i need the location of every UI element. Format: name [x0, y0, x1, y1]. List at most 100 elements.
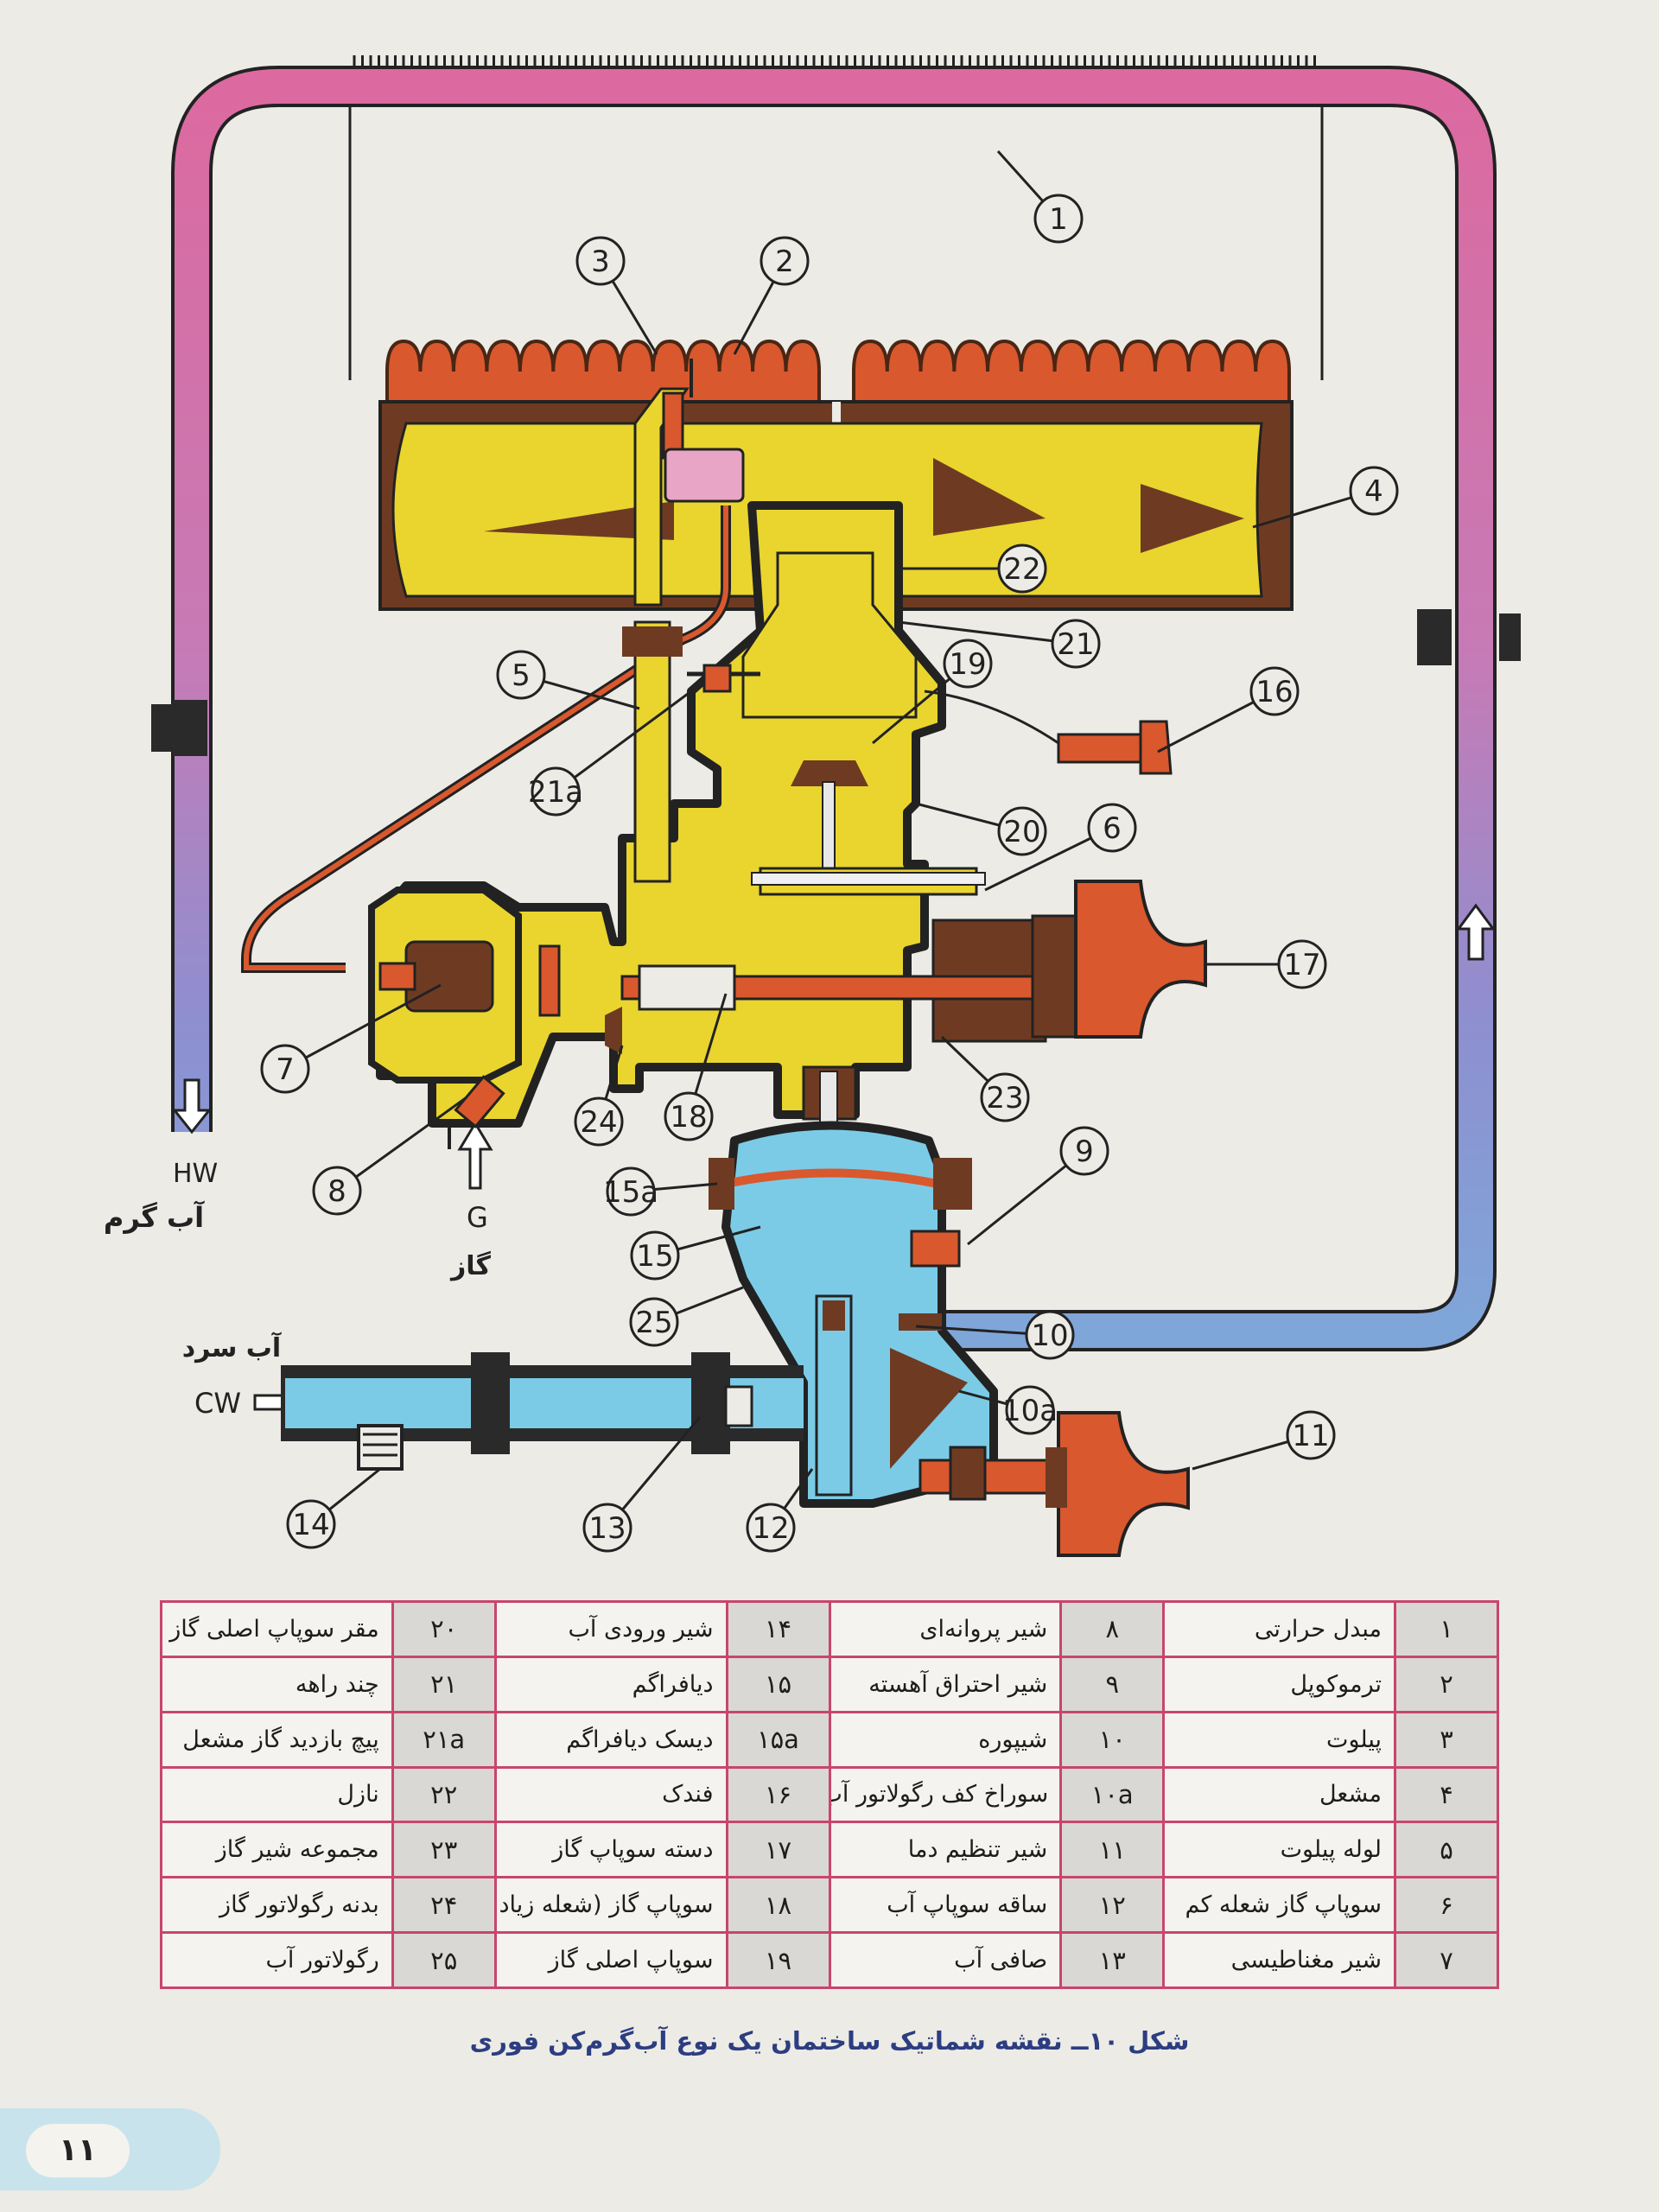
wall-bracket-right — [1417, 609, 1521, 665]
callout-23: 23 — [940, 1035, 1030, 1122]
legend-part-name: دیافراگم — [493, 1655, 728, 1713]
callout-7: 7 — [260, 983, 442, 1094]
cold-water-inlet-pipe — [281, 1352, 804, 1471]
wall-bracket-left — [151, 700, 207, 756]
callout-number: 2 — [775, 245, 794, 279]
legend-part-name: چند راهه — [160, 1655, 394, 1713]
cw-label: CW — [194, 1387, 241, 1420]
callout-15a: 15a — [603, 1166, 718, 1217]
legend-part-name: پیچ بازدید گاز مشعل — [160, 1710, 394, 1769]
callout-10: 10 — [915, 1310, 1075, 1360]
legend-part-number: ۴ — [1394, 1765, 1499, 1824]
legend-part-number: ۱۶ — [725, 1765, 831, 1824]
legend-part-number: ۱۷ — [725, 1821, 831, 1879]
legend-part-number: ۱۰ — [1059, 1710, 1166, 1769]
callout-number: 25 — [635, 1306, 672, 1340]
legend-part-name: شیر تنظیم دما — [828, 1821, 1063, 1879]
legend-part-number: ۹ — [1059, 1655, 1166, 1713]
legend-part-name: مقر سوپاپ اصلی گاز — [160, 1600, 394, 1658]
callout-3: 3 — [575, 236, 658, 355]
callout-14: 14 — [286, 1467, 381, 1549]
water-heater-schematic: HW آب گرم G گاز آب سرد CW 1234567891010a… — [104, 55, 1521, 1557]
callout-10a: 10a — [958, 1385, 1058, 1435]
legend-part-number: ۱۰a — [1059, 1765, 1166, 1824]
legend-part-name: فندک — [493, 1765, 728, 1824]
callout-19: 19 — [872, 639, 993, 745]
callout-13: 13 — [582, 1416, 702, 1553]
legend-part-name: دسته سوپاپ گاز — [493, 1821, 728, 1879]
cold-water-label: آب سرد — [182, 1332, 282, 1363]
callout-number: 14 — [292, 1508, 329, 1542]
pilot — [633, 359, 745, 607]
legend-part-number: ۱۴ — [725, 1600, 831, 1658]
hot-water-label: آب گرم — [104, 1200, 205, 1234]
legend-part-number: ۲۵ — [391, 1931, 497, 1989]
legend-part-number: ۱۲ — [1059, 1876, 1166, 1935]
callout-5: 5 — [496, 650, 640, 710]
callout-number: 10a — [1002, 1394, 1058, 1428]
callout-number: 4 — [1364, 474, 1383, 509]
callout-number: 16 — [1255, 675, 1293, 709]
legend-part-name: لوله پیلوت — [1162, 1821, 1396, 1879]
legend-part-name: شیر احتراق آهسته — [828, 1655, 1063, 1713]
callout-number: 21 — [1057, 627, 1094, 662]
callout-17: 17 — [1205, 939, 1327, 989]
callout-6: 6 — [984, 803, 1137, 892]
hw-label: HW — [173, 1159, 218, 1189]
callout-12: 12 — [746, 1468, 814, 1553]
legend-part-name: سوپاپ گاز شعله کم — [1162, 1876, 1396, 1935]
callout-number: 5 — [512, 658, 531, 693]
callout-number: 24 — [580, 1105, 617, 1140]
legend-part-name: پیلوت — [1162, 1710, 1396, 1769]
callout-number: 21a — [528, 775, 583, 810]
callout-number: 20 — [1003, 815, 1040, 849]
legend-part-name: ساقه سوپاپ آب — [828, 1876, 1063, 1935]
callout-18: 18 — [664, 993, 728, 1141]
hot-water-outlet-arrow — [171, 1078, 213, 1135]
legend-part-number: ۱۱ — [1059, 1821, 1166, 1879]
callout-number: 15 — [636, 1239, 673, 1274]
legend-part-number: ۲۲ — [391, 1765, 497, 1824]
gas-letter-label: G — [467, 1201, 488, 1234]
legend-part-name: شیر مغناطیسی — [1162, 1931, 1396, 1989]
callout-number: 3 — [591, 245, 610, 279]
callout-number: 15a — [603, 1175, 658, 1210]
legend-part-number: ۱۳ — [1059, 1931, 1166, 1989]
legend-part-number: ۲ — [1394, 1655, 1499, 1713]
legend-part-number: ۷ — [1394, 1931, 1499, 1989]
legend-part-number: ۲۳ — [391, 1821, 497, 1879]
legend-part-name: سوراخ کف رگولاتور آب — [828, 1765, 1063, 1824]
page-number: ۱۱ — [26, 2124, 130, 2177]
burner-flames — [385, 339, 1291, 408]
upflow-arrow — [1456, 903, 1496, 961]
callout-9: 9 — [967, 1126, 1109, 1246]
legend-part-number: ۱۵ — [725, 1655, 831, 1713]
gas-valve-knob — [1031, 880, 1207, 1039]
legend-part-number: ۲۴ — [391, 1876, 497, 1935]
legend-part-number: ۱۸ — [725, 1876, 831, 1935]
legend-part-name: شیر ورودی آب — [493, 1600, 728, 1658]
callout-24: 24 — [574, 1045, 624, 1147]
igniter — [924, 690, 1173, 775]
callout-22: 22 — [899, 543, 1047, 594]
legend-part-name: دیسک دیافراگم — [493, 1710, 728, 1769]
callout-number: 19 — [949, 647, 986, 682]
callout-number: 23 — [986, 1081, 1023, 1116]
callout-number: 7 — [276, 1052, 295, 1087]
callout-number: 18 — [670, 1100, 707, 1135]
callout-21: 21 — [898, 619, 1101, 669]
callout-2: 2 — [733, 236, 810, 355]
gas-inlet-arrow — [457, 1121, 493, 1190]
legend-part-name: سوپاپ گاز (شعله زیاد و پیلوت) — [493, 1876, 728, 1935]
legend-part-number: ۶ — [1394, 1876, 1499, 1935]
callout-4: 4 — [1252, 466, 1399, 529]
figure-caption: شکل ۱۰ــ نقشه شماتیک ساختمان یک نوع آب‌گ… — [469, 2026, 1190, 2056]
legend-part-name: ترموکوپل — [1162, 1655, 1396, 1713]
callout-number: 10 — [1031, 1319, 1068, 1353]
